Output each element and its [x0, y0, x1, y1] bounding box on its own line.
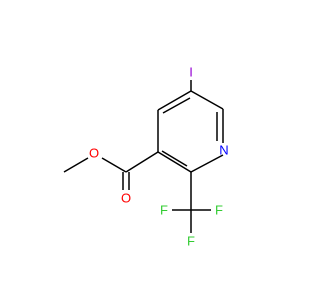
atom-fluorine-left: F — [160, 203, 168, 218]
bond-c2-c3 — [157, 151, 192, 173]
atom-ring-nitrogen: N — [219, 143, 228, 158]
atom-label-layer: I N O O F F F — [89, 65, 229, 249]
chemical-structure: I N O O F F F — [63, 65, 229, 249]
bond-c5-c6 — [190, 90, 224, 110]
bond-n1-c2 — [190, 154, 224, 173]
atom-fluorine-bottom: F — [187, 234, 195, 249]
bond-c2-c3-inner — [161, 150, 188, 167]
bond-layer — [63, 80, 224, 233]
bond-c4-c5-inner — [162, 97, 191, 114]
bond-c3-ccarbonyl — [125, 151, 159, 173]
atom-carbonyl-oxygen: O — [121, 191, 131, 206]
atom-fluorine-right: F — [215, 203, 223, 218]
bond-c4-c5 — [157, 90, 192, 111]
atom-iodine: I — [189, 65, 193, 80]
bond-oester-methyl — [63, 157, 89, 173]
bond-ccarbonyl-oester — [101, 157, 127, 173]
atom-ester-oxygen: O — [89, 146, 99, 161]
